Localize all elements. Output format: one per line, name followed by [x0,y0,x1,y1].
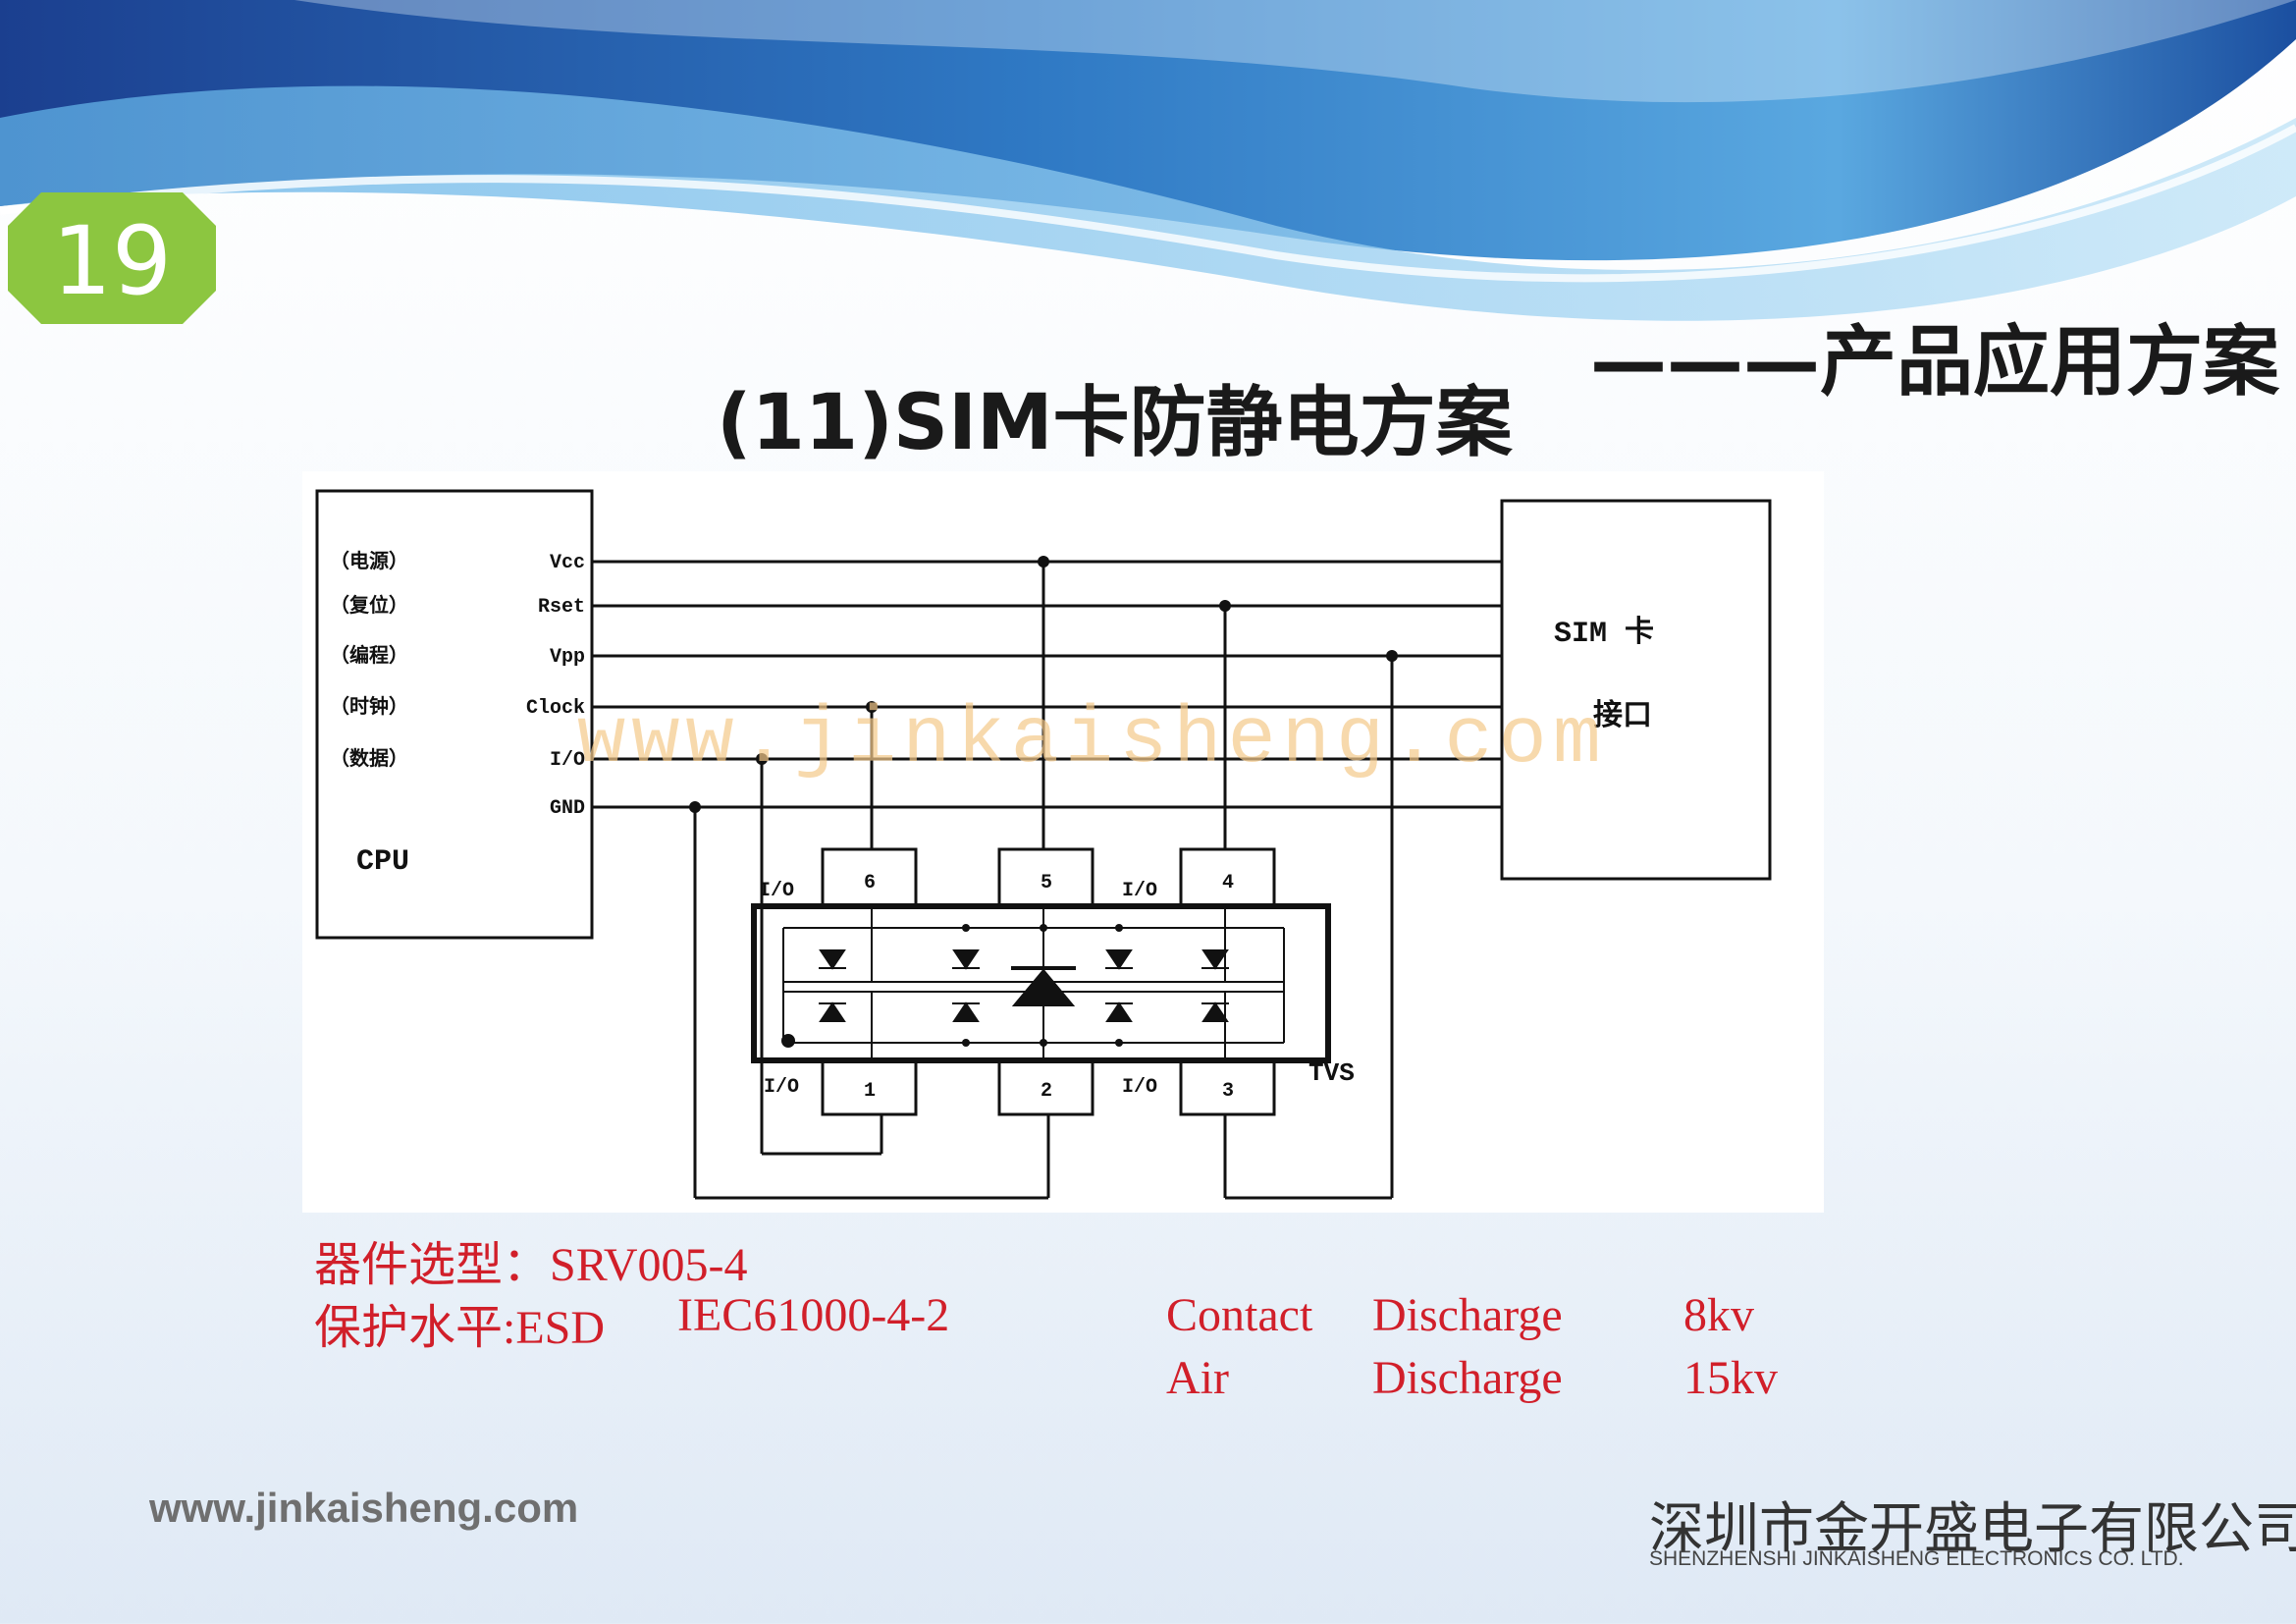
cpu-pin-en: Clock [526,697,585,720]
section-heading: ———产品应用方案 [1590,318,2280,406]
cpu-pin-en: Rset [538,596,585,619]
tvs-pin-number: 1 [864,1080,876,1103]
air-discharge: Discharge [1372,1352,1563,1404]
company-name-en: SHENZHENSHI JINKAISHENG ELECTRONICS CO. … [1649,1547,2184,1570]
protection-level-label: 保护水平:ESD [314,1302,606,1354]
contact-type: Contact [1166,1289,1313,1341]
standard-name: IEC61000-4-2 [677,1289,950,1341]
io-label: I/O [1122,1076,1157,1099]
cpu-pin-cn: （复位） [330,593,408,619]
tvs-chip [751,903,1331,1063]
cpu-pin-cn: （数据） [330,746,408,772]
cpu-pin-cn: （时钟） [330,694,408,720]
cpu-pin-en: I/O [550,749,585,772]
contact-discharge: Discharge [1372,1289,1563,1341]
tvs-pin-number: 6 [864,872,876,894]
io-label: I/O [764,1076,799,1099]
tvs-pin-number: 5 [1041,872,1052,894]
cpu-pin-cn: （编程） [330,643,408,669]
company-name-cn: 深圳市金开盛电子有限公司 [1649,1497,2296,1561]
air-value: 15kv [1683,1352,1778,1404]
cpu-pin-en: GND [550,797,585,820]
tvs-pin-number: 3 [1222,1080,1234,1103]
cpu-pin-cn: （电源） [330,550,408,574]
watermark-text: www.jinkaisheng.com [577,694,1607,785]
sim-label-line1: SIM 卡 [1554,616,1654,651]
header-wave-graphic [0,0,2296,321]
tvs-label: TVS [1308,1058,1355,1088]
page-number: 19 [51,206,173,316]
footer-website: www.jinkaisheng.com [149,1485,579,1531]
tvs-pin-number: 2 [1041,1080,1052,1103]
slide-title: (11)SIM卡防静电方案 [717,379,1513,467]
page-number-badge [8,192,216,324]
sim-card-box [1500,499,1772,881]
device-selection: 器件选型：SRV005-4 [314,1239,748,1291]
tvs-pin-number: 4 [1222,872,1234,894]
io-label: I/O [1122,880,1157,902]
circuit-diagram: （电源） （复位） （编程） （时钟） （数据） Vcc Rset Vpp Cl… [302,471,1824,1213]
cpu-pin-en: Vcc [550,552,585,574]
io-label: I/O [759,880,794,902]
air-type: Air [1166,1352,1229,1404]
cpu-label: CPU [356,845,409,879]
contact-value: 8kv [1683,1289,1754,1341]
cpu-box [315,489,594,940]
sim-label-line2: 接口 [1593,699,1652,734]
cpu-pin-en: Vpp [550,646,585,669]
